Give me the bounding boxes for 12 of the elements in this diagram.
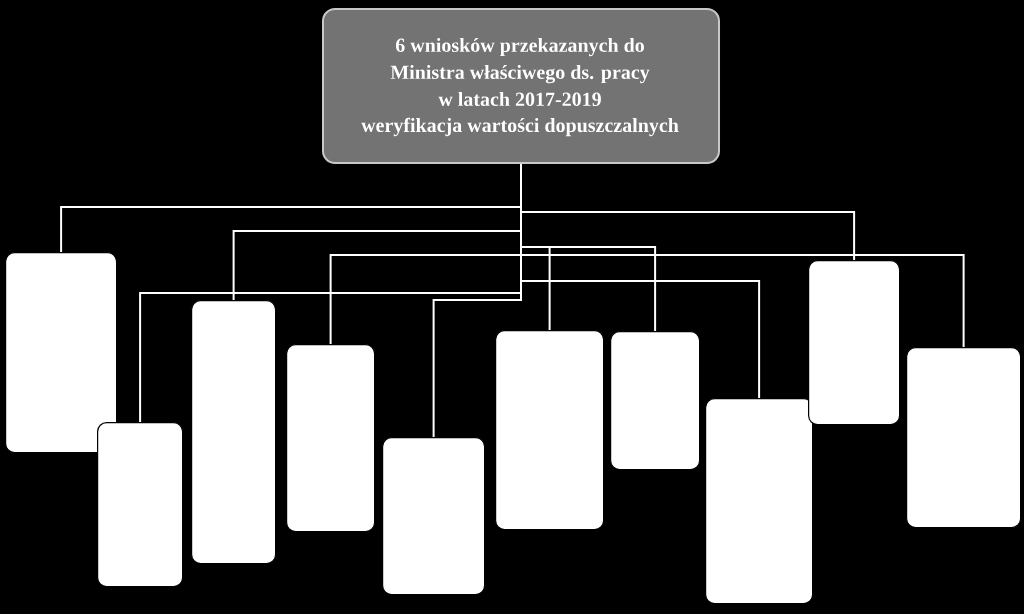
empty-box [610, 331, 701, 471]
empty-box [97, 422, 184, 588]
heading-box: 6 wniosków przekazanych do Ministra właściwego ds. pracy w latach 2017-2019 weryfikacja wartości dopuszczalnych [322, 8, 720, 164]
empty-box [5, 252, 118, 454]
empty-box [808, 260, 901, 426]
empty-box [286, 344, 376, 533]
empty-box [705, 398, 814, 605]
empty-box [191, 300, 277, 565]
connector-line [520, 163, 965, 348]
empty-box [382, 437, 486, 596]
empty-box [495, 330, 605, 531]
empty-box [906, 347, 1022, 529]
